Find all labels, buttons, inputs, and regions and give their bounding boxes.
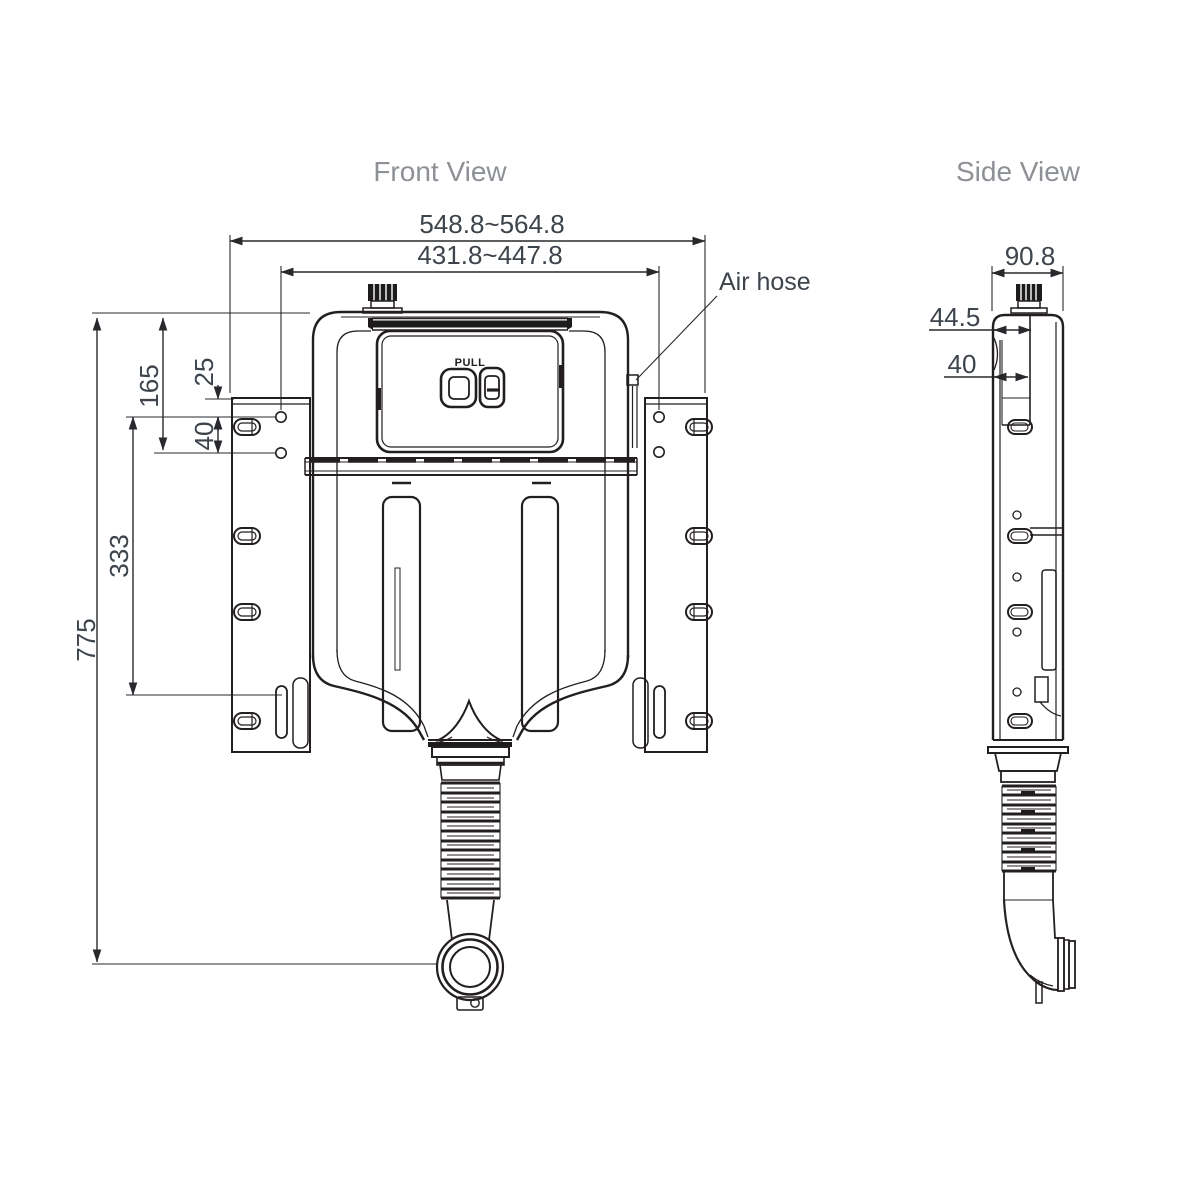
side-view-dimensions: 90.8 44.5 40	[929, 241, 1064, 382]
side-outlet-elbow	[1002, 871, 1076, 1004]
air-hose-label: Air hose	[719, 268, 811, 296]
dim-hole-to-slot: 333	[104, 534, 134, 577]
front-inlet-valve-icon	[362, 284, 403, 314]
pull-label: PULL	[455, 357, 486, 369]
mounting-rail	[304, 457, 638, 485]
front-view-dimensions: 548.8~564.8 431.8~447.8 Air hose 775 165…	[71, 209, 811, 965]
outlet-collar	[428, 739, 512, 781]
dim-hole-spacing: 40	[189, 422, 219, 451]
dim-top-to-lower-hole: 165	[134, 364, 164, 407]
side-view-title: Side View	[956, 156, 1081, 187]
funnel-and-cone	[292, 649, 649, 749]
right-lower-wing	[632, 677, 649, 749]
front-outlet-elbow	[435, 899, 505, 1011]
side-flange	[987, 746, 1069, 783]
front-view-drawing: PULL	[231, 284, 713, 1011]
access-panel: PULL	[375, 329, 565, 454]
left-bracket-pegs	[233, 418, 261, 730]
internal-ribs	[381, 495, 560, 733]
right-mounting-bracket	[644, 397, 713, 753]
top-rail	[368, 317, 572, 331]
dim-panel-offset: 40	[948, 349, 977, 379]
side-detail-holes	[1012, 510, 1022, 697]
left-lower-wing	[292, 677, 309, 749]
air-hose-nub	[626, 374, 639, 448]
dim-overall-width: 548.8~564.8	[419, 209, 564, 239]
side-body	[991, 313, 1065, 741]
dim-top-to-upper-hole: 25	[189, 358, 219, 387]
side-view-drawing	[987, 284, 1076, 1004]
flush-button-icon: PULL	[439, 357, 506, 409]
dim-hole-span: 431.8~447.8	[417, 240, 562, 270]
front-corrugated-pipe	[440, 781, 501, 900]
right-bracket-pegs	[685, 418, 713, 730]
side-corrugated-pipe	[1001, 784, 1057, 873]
front-view-title: Front View	[373, 156, 507, 187]
left-mounting-bracket	[231, 397, 311, 753]
dim-valve-offset: 44.5	[930, 302, 981, 332]
side-inlet-valve-icon	[1010, 284, 1048, 314]
dim-depth: 90.8	[1005, 241, 1056, 271]
side-pegs	[1007, 419, 1033, 729]
